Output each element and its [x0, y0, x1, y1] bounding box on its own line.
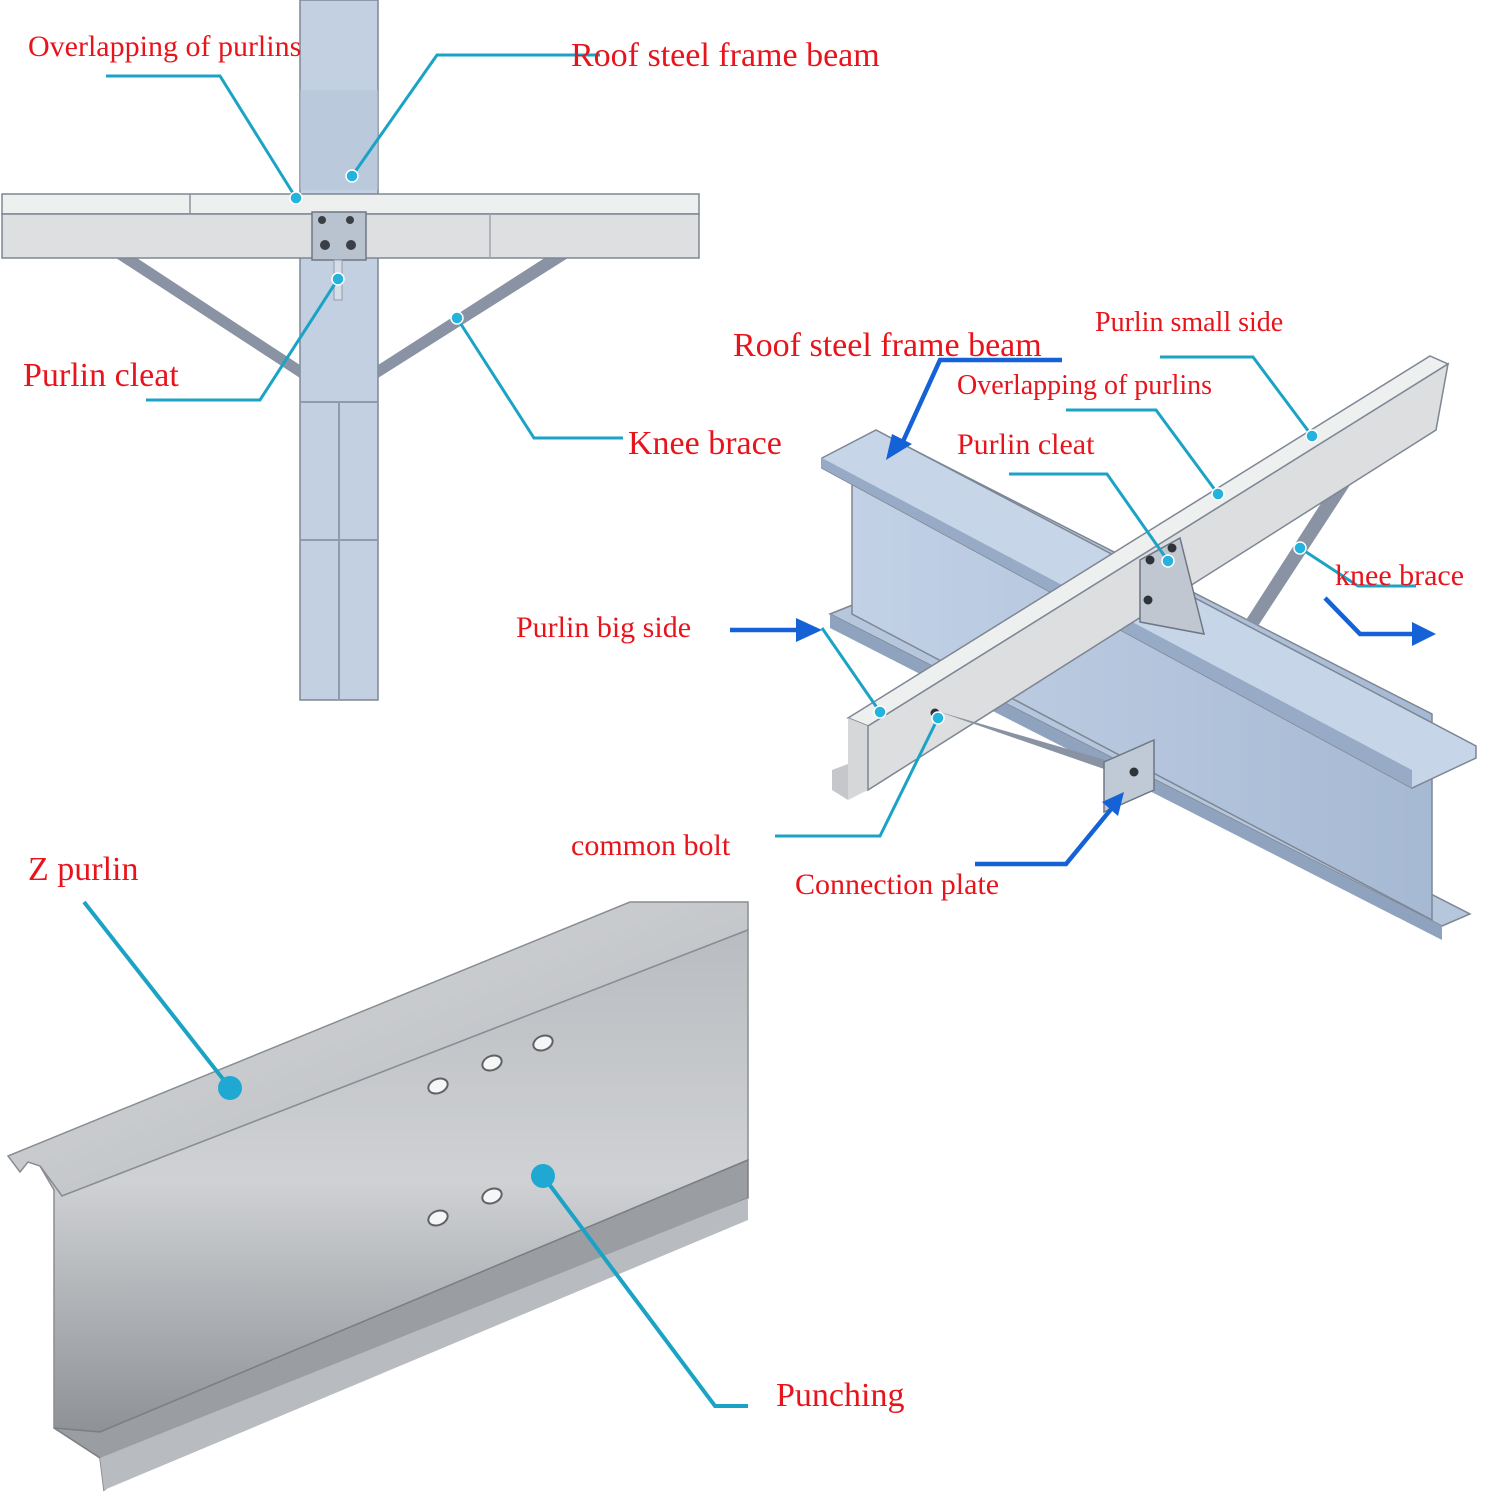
- iso-knee-brace-lower: [928, 708, 1140, 778]
- front-label-purlin-cleat: Purlin cleat: [23, 357, 179, 394]
- iso-label-knee-brace: knee brace: [1335, 559, 1464, 592]
- iso-label-purlin-small-side: Purlin small side: [1095, 307, 1283, 338]
- punching-marker: [531, 1164, 555, 1188]
- iso-label-common-bolt: common bolt: [571, 829, 731, 862]
- z-purlin-view: Z purlin Punching: [6, 851, 904, 1492]
- iso-label-purlin-cleat: Purlin cleat: [957, 428, 1095, 461]
- front-label-roof-steel-frame-beam: Roof steel frame beam: [571, 37, 880, 74]
- iso-label-connection-plate: Connection plate: [795, 868, 999, 901]
- front-label-overlapping-of-purlins: Overlapping of purlins: [28, 30, 301, 63]
- isometric-view: Roof steel frame beam Purlin small side …: [516, 307, 1477, 940]
- front-label-knee-brace: Knee brace: [628, 425, 782, 462]
- z-purlin-marker: [218, 1076, 242, 1100]
- z-label-punching: Punching: [776, 1377, 904, 1414]
- front-view: Overlapping of purlins Roof steel frame …: [1, 0, 880, 701]
- z-label-z-purlin: Z purlin: [28, 851, 138, 888]
- front-knee-brace-right: [378, 225, 606, 378]
- iso-purlin-cleat: [1139, 536, 1206, 635]
- punching-holes: [427, 1034, 554, 1227]
- iso-label-purlin-big-side: Purlin big side: [516, 611, 691, 644]
- iso-connection-plate: [1103, 738, 1155, 814]
- front-purlin: [1, 193, 700, 215]
- iso-label-overlapping-of-purlins: Overlapping of purlins: [957, 370, 1212, 401]
- front-knee-brace-left: [70, 222, 300, 378]
- iso-label-roof-steel-frame-beam: Roof steel frame beam: [733, 327, 1042, 364]
- iso-purlin-web: [848, 718, 868, 800]
